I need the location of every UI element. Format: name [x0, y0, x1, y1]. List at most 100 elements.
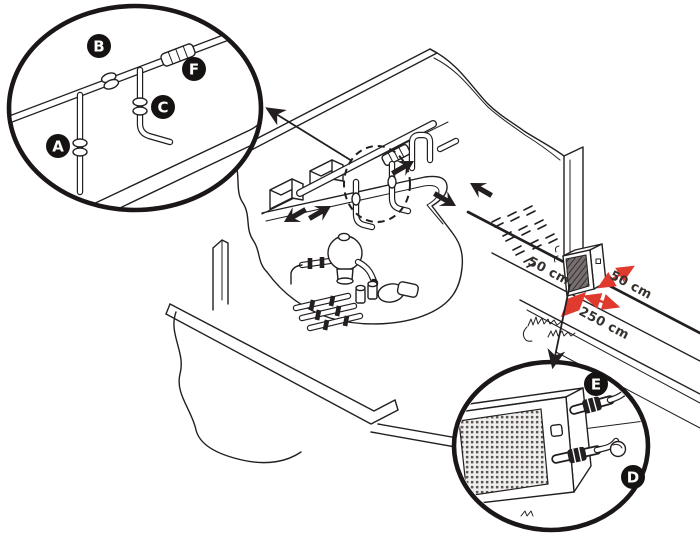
detail-elbow-d-port — [609, 440, 627, 458]
dim-arrow-front-right — [582, 293, 621, 310]
pump-motor — [396, 281, 419, 298]
detail-union-nut-e — [582, 396, 602, 414]
badge-c-label: C — [157, 99, 168, 117]
plank-top-edge — [169, 303, 396, 412]
dim-label-front: 250 cm — [576, 304, 631, 343]
manifold-ring-4 — [334, 305, 342, 317]
airflow-dash-cluster — [491, 205, 558, 268]
filter-foot — [336, 277, 354, 285]
detail-union-c — [132, 97, 148, 116]
plumbing-detail-callout: A B C F — [6, 3, 264, 213]
badge-a: A — [46, 134, 70, 158]
prefilter-pot-1-top — [355, 284, 366, 292]
badge-c-circle — [151, 95, 175, 119]
wall-pipes — [296, 120, 460, 231]
air-curl-2 — [553, 255, 559, 263]
detail-union-coupler — [160, 43, 196, 67]
grass-tuft-1 — [527, 316, 562, 327]
badge-d: D — [621, 465, 645, 489]
detail-elbow-d-port-arc — [612, 443, 623, 449]
leader-to-unit-detail — [547, 283, 571, 370]
main-scene: 50 cm 50 cm 250 cm — [165, 48, 700, 466]
detail-main-pipe-fill — [11, 30, 241, 123]
pool-rim-inner — [265, 185, 444, 225]
ground-cut-wavy — [232, 157, 268, 273]
unit-side-button — [595, 258, 601, 264]
manifold-ring-6 — [342, 315, 350, 327]
unit-detail-callout: E D — [451, 359, 651, 533]
unit-grille — [565, 254, 590, 293]
skimmer-boxes — [269, 159, 344, 210]
dim-arrow-right — [597, 265, 635, 289]
right-wall-top-inner — [433, 57, 561, 161]
filter-cap — [337, 232, 351, 242]
union-drop-1 — [351, 192, 361, 206]
dim-arrow-front-left — [560, 291, 587, 318]
detail-union-a — [72, 138, 88, 157]
platform-front-thickness — [526, 309, 700, 404]
platform-front-edge — [519, 299, 700, 395]
flow-arrow-1 — [284, 207, 307, 222]
right-wall-edge-band — [563, 146, 584, 262]
badge-f: F — [182, 57, 206, 81]
flow-arrows — [284, 161, 493, 222]
grass-tuft-3 — [522, 326, 533, 342]
candy-cane-outline — [408, 131, 434, 172]
manifold-3-fill — [308, 314, 362, 330]
manifold-ring-1 — [308, 299, 316, 311]
union-drop-2 — [387, 175, 397, 189]
bottom-left-ground-wavy — [173, 311, 302, 464]
equipment — [290, 232, 419, 332]
flow-arrow-4 — [470, 183, 493, 198]
air-curl-1 — [554, 245, 560, 253]
feed-pipe-fill — [300, 259, 332, 267]
grass — [522, 316, 576, 342]
flow-arrow-3 — [391, 161, 414, 176]
detail-stub-e-cap — [638, 379, 645, 389]
badge-f-circle — [182, 57, 206, 81]
plank-left-cap — [165, 303, 171, 315]
detail-elbow-e-cap — [621, 366, 635, 376]
drop-pipe-2-fill — [390, 162, 410, 213]
detail-stub-e-outline — [641, 381, 645, 410]
detail-stub-e-fill — [643, 383, 645, 408]
badge-f-label: F — [189, 61, 199, 79]
manifold-ring-2 — [328, 295, 336, 307]
flow-arrow-5 — [433, 191, 456, 206]
badge-e: E — [584, 372, 608, 396]
detail-union-nut-d — [567, 446, 587, 464]
detail-elbow-flange — [248, 56, 259, 66]
badge-a-circle — [46, 134, 70, 158]
manifold-ring-5 — [322, 319, 330, 331]
detail-unit-button — [550, 423, 564, 437]
manifold-1-fill — [294, 294, 350, 310]
leader-arrows — [265, 107, 571, 370]
detail-pipe-c-fill — [138, 68, 172, 144]
feed-frame — [290, 264, 303, 285]
candy-cane-fill — [410, 133, 432, 170]
yard-box — [212, 48, 700, 335]
badge-d-circle — [621, 465, 645, 489]
badge-b-label: B — [93, 38, 104, 56]
badge-e-circle — [584, 372, 608, 396]
signature-mark — [520, 510, 534, 517]
inspection-dashed-circle — [343, 145, 411, 223]
badge-c: C — [151, 95, 175, 119]
detail-valve-b — [100, 72, 120, 90]
flow-arrow-2 — [308, 206, 331, 221]
detail-unit-grille-mesh — [458, 408, 549, 497]
right-wall-top-outer — [429, 48, 565, 157]
plank-right-cap — [394, 399, 399, 411]
manifold-2-fill — [300, 304, 356, 320]
unit-detail-content — [457, 366, 645, 517]
pool-rim-outer — [261, 175, 452, 232]
badge-a-label: A — [52, 138, 64, 156]
left-step-band — [212, 239, 229, 311]
badge-e-label: E — [591, 376, 601, 394]
badge-b: B — [87, 34, 111, 58]
leader-to-plumbing-detail — [265, 107, 353, 162]
prefilter-pot-2-top — [367, 280, 378, 288]
airflow-dashes — [491, 205, 560, 268]
